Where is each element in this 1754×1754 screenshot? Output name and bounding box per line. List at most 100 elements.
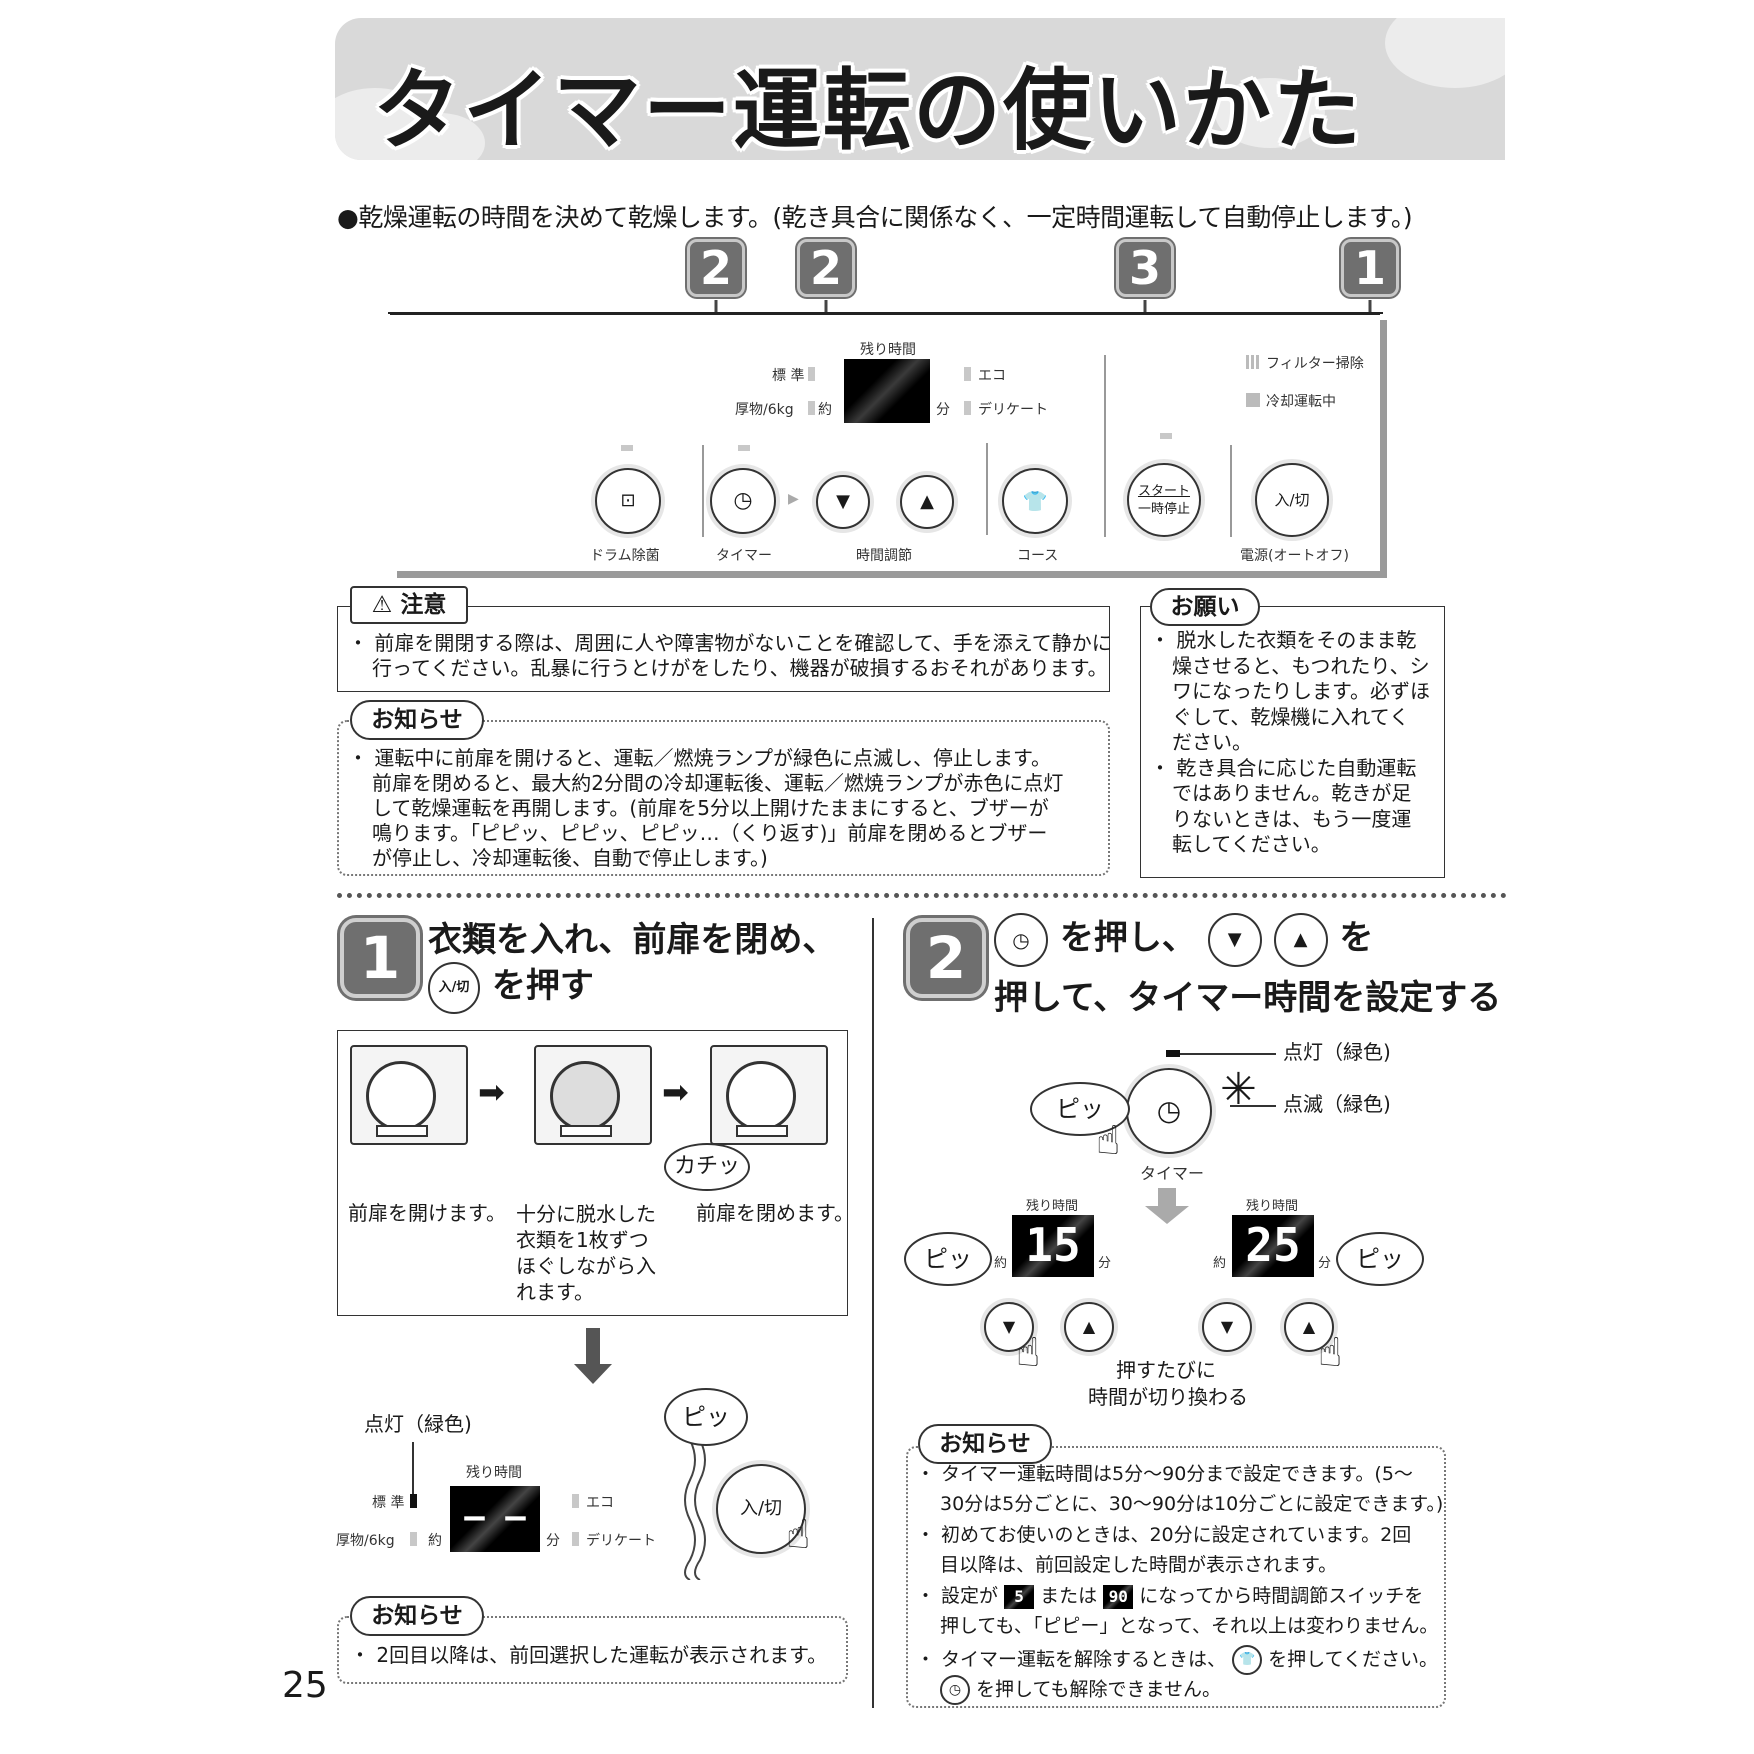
step2-down-button-left[interactable]: ▼	[984, 1302, 1034, 1352]
step1-lit-label: 点灯（緑色)	[364, 1412, 472, 1436]
timer-icon: ◷	[994, 912, 1048, 967]
arrow-right-icon: ▶	[788, 491, 799, 507]
remaining-time-display	[844, 359, 930, 423]
start-pause-button[interactable]: スタート 一時停止	[1127, 463, 1201, 537]
step1-illustration: ➡ ➡ カチッ 前扉を開けます。 十分に脱水した衣類を1枚ずつほぐしながら入れま…	[337, 1030, 854, 1316]
blink-green-label: 点滅（緑色)	[1283, 1092, 1391, 1116]
approx-right: 約	[1213, 1256, 1227, 1271]
min-right: 分	[1318, 1256, 1332, 1271]
notice2-line-5: ・ 設定が 5 または 90 になってから時間調節スイッチを	[916, 1584, 1424, 1609]
page-number: 25	[282, 1665, 328, 1706]
blink-burst-icon: ✳	[1220, 1064, 1257, 1115]
step2-up-button-left[interactable]: ▲	[1064, 1302, 1114, 1352]
step2-timer-label: タイマー	[1140, 1164, 1205, 1183]
callout-badge-2b: 2	[797, 239, 855, 297]
notice2-line-6: 押しても、「ピピー」となって、それ以上は変わりません。	[940, 1615, 1439, 1637]
step1-number: 1	[340, 918, 420, 998]
triangle-up-icon: ▲	[920, 491, 934, 512]
step1-heading-2: 入/切 を押す	[428, 958, 594, 1014]
triangle-down-icon: ▼	[836, 491, 850, 512]
step2-heading-2: 押して、タイマー時間を設定する	[994, 978, 1502, 1018]
press-note-2: 時間が切り換わる	[1088, 1385, 1248, 1409]
request-title: お願い	[1150, 588, 1260, 626]
step1-eco-label: エコ	[586, 1495, 614, 1511]
step1-min: 分	[546, 1533, 560, 1549]
control-panel: 残り時間 標 準 厚物/6kg 約 分 エコ デリケート フィルター掃除 冷却運…	[390, 313, 1380, 571]
callout-badge-2a: 2	[687, 239, 745, 297]
step1-power-button[interactable]: 入/切	[716, 1464, 806, 1554]
filter-indicator	[1246, 355, 1260, 369]
notice-box-1	[337, 720, 1110, 876]
step1-lcd-display: – –	[450, 1486, 540, 1552]
arrow-right-icon: ➡	[662, 1073, 689, 1111]
drum-sanitize-button[interactable]: ⊡	[595, 468, 661, 534]
notice1-line-4: 鳴ります。「ピピッ、ピピッ、ピピッ…（くり返す)」前扉を閉めるとブザー	[372, 821, 1048, 845]
timer-icon: ◷	[940, 1675, 970, 1705]
triangle-up-icon: ▲	[1273, 912, 1328, 967]
pointing-hand-icon: ☝	[1318, 1330, 1343, 1376]
mode-standard-label: 標 準	[772, 368, 805, 384]
caption-open-door: 前扉を開けます。	[348, 1201, 506, 1225]
triangle-down-icon: ▼	[1002, 1317, 1016, 1336]
timer-label: タイマー	[716, 548, 772, 564]
power-icon: 入/切	[428, 961, 480, 1014]
step1-delicate-label: デリケート	[586, 1533, 656, 1549]
column-divider	[872, 918, 874, 1708]
notice-title-step1: お知らせ	[350, 1596, 484, 1636]
power-button[interactable]: 入/切	[1255, 463, 1329, 537]
notice1-line-2: 前扉を閉めると、最大約2分間の冷却運転後、運転／燃焼ランプが赤色に点灯	[372, 771, 1064, 795]
title-banner: タイマー運転の使いかた	[335, 18, 1505, 160]
page-title: タイマー運転の使いかた	[373, 59, 1364, 160]
step1-remaining-label: 残り時間	[466, 1465, 522, 1481]
lit-green-label: 点灯（緑色)	[1283, 1040, 1391, 1064]
notice2-line-1: ・ タイマー運転時間は5分～90分まで設定できます。(5～	[916, 1463, 1413, 1485]
step2-beep-bubble-top: ピッ	[1030, 1082, 1130, 1136]
step2-timer-button[interactable]: ◷	[1126, 1068, 1212, 1154]
callout-badge-3: 3	[1116, 239, 1174, 297]
time-up-button[interactable]: ▲	[900, 475, 954, 529]
mode-thick-led	[808, 401, 815, 415]
approx-left: 約	[994, 1256, 1008, 1271]
caption-load-clothes: 十分に脱水した衣類を1枚ずつほぐしながら入れます。	[516, 1202, 656, 1304]
step2-beep-bubble-left: ピッ	[904, 1232, 992, 1286]
timer-button[interactable]: ◷	[710, 468, 776, 534]
drum-icon: ⊡	[620, 490, 636, 511]
press-note-1: 押すたびに	[1116, 1358, 1216, 1382]
lcd-icon-90: 90	[1103, 1584, 1134, 1609]
remaining-time-label: 残り時間	[860, 342, 916, 358]
callout-badge-1: 1	[1341, 239, 1399, 297]
mode-delicate-led	[964, 401, 971, 415]
dryer-open-image	[350, 1045, 468, 1145]
approx-label: 約	[818, 402, 832, 418]
click-sound-bubble: カチッ	[664, 1143, 750, 1191]
remaining-label-right: 残り時間	[1246, 1199, 1299, 1214]
notice2-line-3: ・ 初めてお使いのときは、20分に設定されています。2回	[916, 1524, 1412, 1546]
down-arrow-shaft	[586, 1328, 600, 1366]
mode-eco-led	[964, 367, 971, 381]
notice2-line-8: ◷ を押しても解除できません。	[940, 1675, 1221, 1705]
pointing-hand-icon: ☝	[786, 1512, 811, 1558]
mode-delicate-label: デリケート	[978, 402, 1048, 418]
triangle-up-icon: ▲	[1082, 1317, 1096, 1336]
timer-display-15: 15	[1012, 1215, 1094, 1277]
intro-text: ●乾燥運転の時間を決めて乾燥します。(乾き具合に関係なく、一定時間運転して自動停…	[337, 203, 1413, 232]
section-divider	[337, 893, 1507, 898]
pointing-hand-icon: ☝	[1016, 1330, 1041, 1376]
triangle-up-icon: ▲	[1302, 1317, 1316, 1336]
shirt-icon: 👕	[1022, 489, 1048, 513]
step1-thick-label: 厚物/6kg	[336, 1533, 395, 1549]
course-icon: 👕	[1232, 1645, 1263, 1675]
mode-eco-label: エコ	[978, 368, 1006, 384]
step1-approx: 約	[428, 1533, 442, 1549]
timer-icon: ◷	[733, 488, 753, 513]
notice-box-step1	[337, 1616, 848, 1684]
pointing-hand-icon: ☝	[1096, 1118, 1121, 1164]
notice1-line-1: ・ 運転中に前扉を開けると、運転／燃焼ランプが緑色に点滅し、停止します。	[348, 746, 1051, 770]
step2-up-button-right[interactable]: ▲	[1284, 1302, 1334, 1352]
course-button[interactable]: 👕	[1002, 468, 1068, 534]
time-down-button[interactable]: ▼	[816, 475, 870, 529]
caution-line-2: 行ってください。乱暴に行うとけがをしたり、機器が破損するおそれがあります。	[372, 656, 1108, 680]
step2-down-button-right[interactable]: ▼	[1202, 1302, 1252, 1352]
step1-standard-label: 標 準	[372, 1495, 405, 1511]
down-arrow-icon	[1145, 1206, 1189, 1224]
